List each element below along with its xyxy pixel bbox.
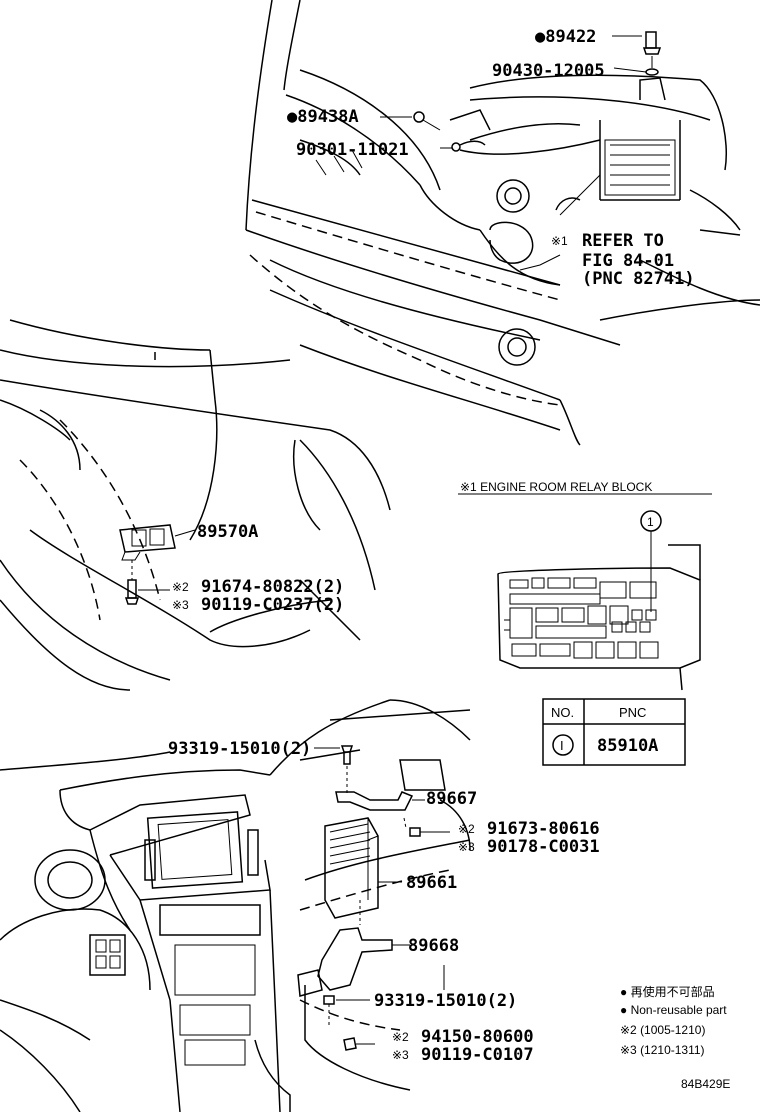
figure-id: 84B429E <box>681 1077 730 1091</box>
refer-line-3: (PNC 82741) <box>582 269 695 289</box>
mark-3-a: ※3 <box>172 598 189 612</box>
callout-90301-11021: 90301-11021 <box>296 140 409 160</box>
callout-94150-80600: 94150-80600 <box>421 1027 534 1047</box>
pnc-header-pnc: PNC <box>619 705 646 720</box>
mark-2-c: ※2 <box>392 1030 409 1044</box>
legend: ● 再使用不可部品 ● Non-reusable part ※2 (1005-1… <box>620 984 727 1057</box>
pnc-table <box>542 698 686 766</box>
mark-2-b: ※2 <box>458 822 475 836</box>
legend-line-1: ● 再使用不可部品 <box>620 984 715 999</box>
relay-block-inset <box>458 493 712 691</box>
callout-89422: ●89422 <box>535 27 596 47</box>
relay-circle-label: 1 <box>647 515 654 529</box>
refer-line-1: REFER TO <box>582 231 664 251</box>
engine-bay-illustration <box>245 0 760 446</box>
callout-91674-80822: 91674-80822(2) <box>201 577 344 597</box>
mark-3-c: ※3 <box>392 1048 409 1062</box>
callout-89668: 89668 <box>408 936 459 956</box>
legend-line-3: ※2 (1005-1210) <box>620 1023 705 1037</box>
leader-lines-top <box>380 35 647 271</box>
pnc-header-no: NO. <box>551 705 574 720</box>
ecu-assembly <box>297 745 450 1051</box>
callout-90119-c0107: 90119-C0107 <box>421 1045 534 1065</box>
callout-91673-80616: 91673-80616 <box>487 819 600 839</box>
callout-90119-c0237: 90119-C0237(2) <box>201 595 344 615</box>
body-panel-illustration <box>0 319 391 691</box>
legend-line-2: ● Non-reusable part <box>620 1003 727 1017</box>
callout-93319-15010-bottom: 93319-15010(2) <box>374 991 517 1011</box>
callout-89667: 89667 <box>426 789 477 809</box>
dashboard-illustration <box>0 699 471 1112</box>
mark-3-b: ※3 <box>458 840 475 854</box>
callout-89661: 89661 <box>406 873 457 893</box>
pnc-row-no: I <box>560 738 564 753</box>
callout-89570a: 89570A <box>197 522 258 542</box>
refer-line-2: FIG 84-01 <box>582 251 674 271</box>
mark-2-a: ※2 <box>172 580 189 594</box>
callout-93319-15010-top: 93319-15010(2) <box>168 739 311 759</box>
refer-mark: ※1 <box>551 234 568 248</box>
callout-90178-c0031: 90178-C0031 <box>487 837 600 857</box>
callouts: ●89422 90430-12005 ●89438A 90301-11021 ※… <box>168 27 695 1065</box>
pnc-row-pnc: 85910A <box>597 736 658 756</box>
relay-block-caption: ※1 ENGINE ROOM RELAY BLOCK <box>460 480 652 494</box>
legend-line-4: ※3 (1210-1311) <box>620 1043 705 1057</box>
callout-89438a: ●89438A <box>287 107 359 127</box>
callout-90430-12005: 90430-12005 <box>492 61 605 81</box>
